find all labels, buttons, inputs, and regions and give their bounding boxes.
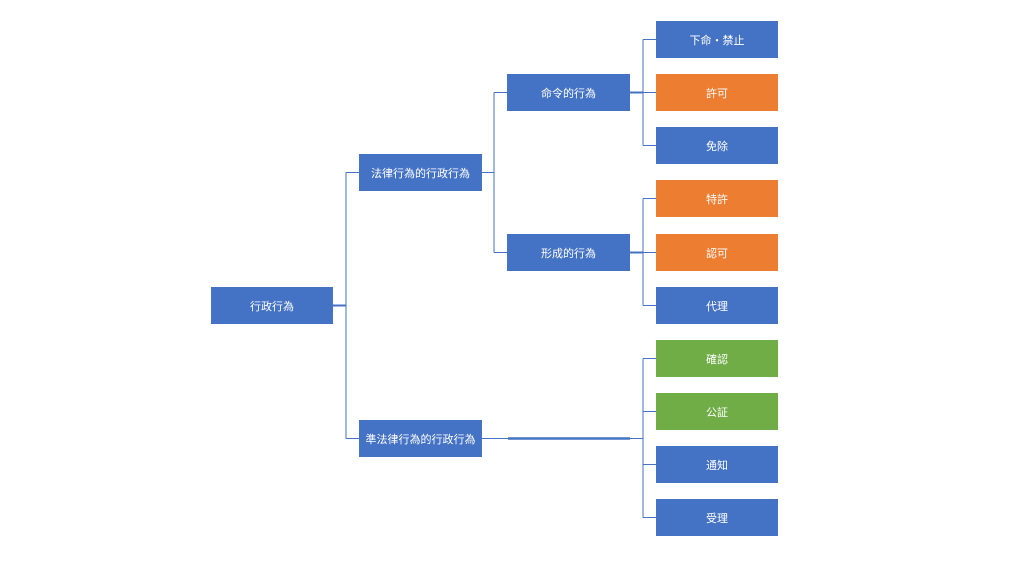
node-leaf: 特許	[656, 180, 778, 217]
node-sub-command-act: 命令的行為	[507, 74, 630, 111]
node-label: 命令的行為	[541, 86, 596, 100]
node-label: 行政行為	[250, 299, 294, 313]
node-branch-quasi-legal-act: 準法律行為的行政行為	[359, 420, 482, 457]
node-label: 法律行為的行政行為	[371, 166, 470, 180]
node-root: 行政行為	[211, 287, 333, 324]
node-label: 免除	[706, 139, 728, 153]
node-label: 公証	[706, 405, 728, 419]
node-leaf: 許可	[656, 74, 778, 111]
node-leaf: 下命・禁止	[656, 21, 778, 58]
node-label: 特許	[706, 192, 728, 206]
node-label: 下命・禁止	[689, 33, 745, 47]
node-leaf: 受理	[656, 499, 778, 536]
node-label: 認可	[706, 246, 728, 260]
node-label: 確認	[706, 352, 728, 366]
node-label: 形成的行為	[541, 246, 596, 260]
node-label: 通知	[706, 458, 728, 472]
node-leaf: 代理	[656, 287, 778, 324]
node-label: 許可	[706, 86, 728, 100]
node-leaf: 免除	[656, 127, 778, 164]
node-label: 準法律行為的行政行為	[365, 432, 476, 446]
node-branch-legal-act: 法律行為的行政行為	[359, 154, 482, 191]
node-leaf: 認可	[656, 234, 778, 271]
node-label: 代理	[706, 299, 728, 313]
node-sub-formative-act: 形成的行為	[507, 234, 630, 271]
connector-hou	[482, 92, 507, 253]
node-leaf: 公証	[656, 393, 778, 430]
node-leaf: 通知	[656, 446, 778, 483]
node-label: 受理	[706, 511, 728, 525]
node-leaf: 確認	[656, 340, 778, 377]
